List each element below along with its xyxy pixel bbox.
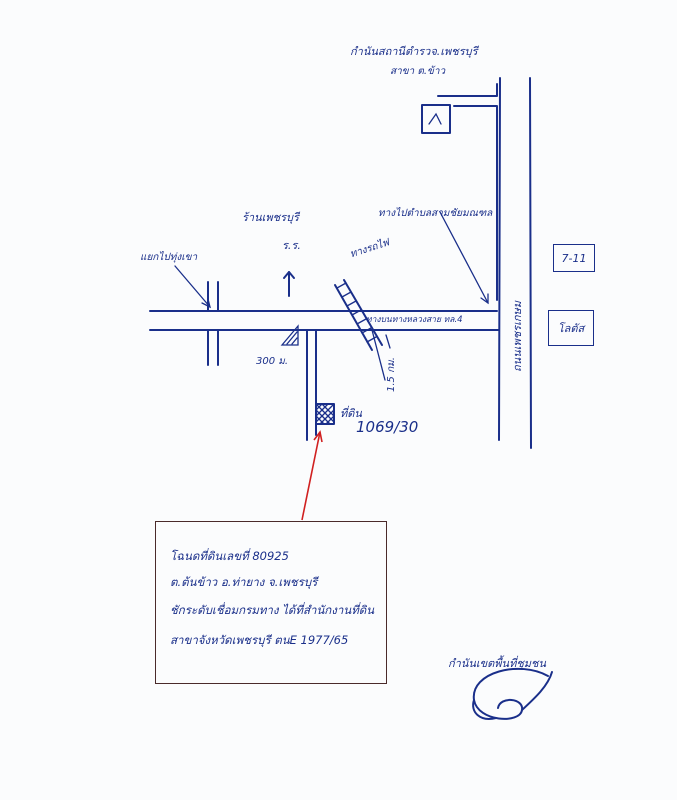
signature-label: กำนันเขตพื้นที่ชุมชน: [448, 657, 547, 670]
office-branch-road-lower: [453, 105, 498, 301]
gas-station-box: โลตัส: [548, 310, 594, 346]
office-building: [421, 104, 451, 134]
distance-leader-lower: [385, 334, 391, 349]
deed-note-box: โฉนดที่ดินเลขที่ 80925 ต.ต้นข้าว อ.ท่ายา…: [155, 521, 387, 684]
plot-hatch: [315, 403, 335, 425]
branch-label: แยกไปทุ่งเขา: [140, 252, 198, 263]
rail-right: [343, 279, 383, 346]
store-label: 7-11: [561, 251, 587, 265]
plot-marker: [315, 403, 335, 425]
highway-left-edge: [498, 77, 501, 441]
note-line-4: สาขาจังหวัดเพชรบุรี ตนE 1977/65: [170, 633, 349, 647]
distance-label: 300 ม.: [256, 356, 289, 367]
walk-distance-label: 1.5 กม.: [386, 357, 397, 392]
corner-hatch-1: [286, 331, 298, 345]
side-road-label: ทางบนทางหลวงสาย ทล.4: [366, 315, 463, 325]
repair-leader: [439, 211, 489, 304]
note-line-2: ต.ต้นข้าว อ.ท่ายาง จ.เพชรบุรี: [170, 575, 318, 589]
office-title: กำนันสถานีตำรวจ.เพชรบุรี: [350, 45, 478, 58]
canal-leader: [174, 265, 211, 308]
north-road-sublabel: ร.ร.: [282, 239, 301, 252]
highway-label: ถนนเพชรเกษม: [511, 300, 524, 372]
office-building-mark: [428, 112, 442, 125]
north-road-arrowhead: [283, 271, 295, 279]
store-box: 7-11: [553, 244, 595, 272]
north-road-label: ร้านเพชรบุรี: [242, 211, 299, 224]
highway-right-edge: [529, 77, 532, 449]
plot-pointer-head: [313, 430, 323, 443]
corner-hatch-2: [291, 337, 298, 345]
canal-leader-head: [201, 298, 211, 309]
repair-leader-head: [480, 293, 489, 305]
plot-pointer: [301, 431, 321, 521]
office-branch-road: [437, 83, 498, 97]
note-line-3: ชักระดับเชื่อมกรมทาง ได้ที่สำนักงานที่ดิ…: [170, 603, 375, 617]
office-subtitle: สาขา ต.ข้าว: [390, 66, 446, 77]
corner-marker: [280, 324, 299, 346]
rail-left: [334, 284, 373, 351]
distance-leader: [371, 329, 386, 381]
note-line-1: โฉนดที่ดินเลขที่ 80925: [170, 549, 289, 563]
repair-road-label: ทางไปตำบลสามชัยมณฑล: [378, 208, 493, 219]
rail-ties: [336, 282, 377, 343]
plot-number: 1069/30: [356, 418, 419, 436]
signature-mark: [472, 667, 553, 720]
plot-label: ที่ดิน: [340, 407, 362, 420]
gas-station-label: โลตัส: [557, 322, 585, 335]
